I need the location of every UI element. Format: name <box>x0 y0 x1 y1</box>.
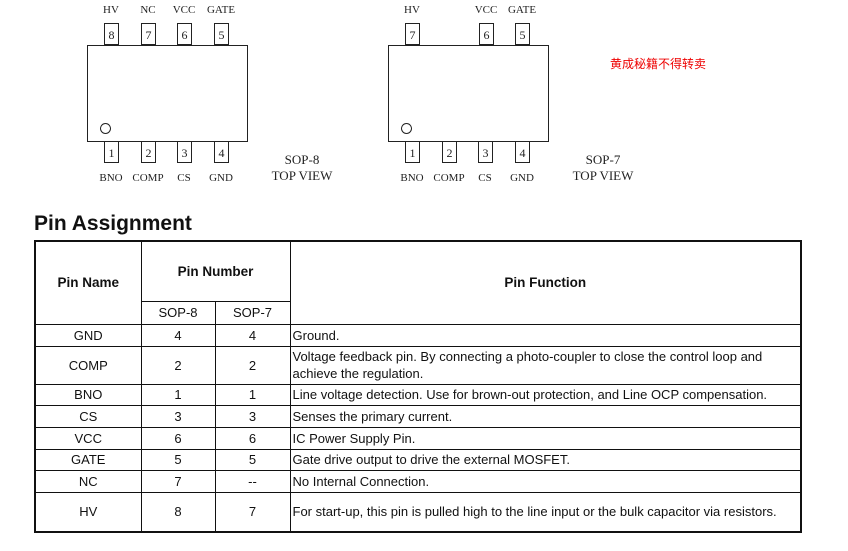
pin-label: VCC <box>172 4 196 16</box>
sop8-pin-number: 4 <box>140 323 216 347</box>
pin-assignment-table: Pin Name Pin Number Pin Function SOP-8 S… <box>34 240 802 533</box>
sop7-pin-number: 6 <box>214 426 291 450</box>
pin-label: HV <box>103 4 119 16</box>
pin-label: VCC <box>474 4 498 16</box>
header-pin-name: Pin Name <box>34 240 142 325</box>
sop8-pin-number: 6 <box>140 426 216 450</box>
pin-cs: 3 <box>177 141 192 163</box>
pin-function: Senses the primary current. <box>289 404 802 428</box>
pin-label: GATE <box>507 4 537 16</box>
pin-label: NC <box>140 4 156 16</box>
pin-gate: 5 <box>515 23 530 45</box>
pin-label: COMP <box>433 172 465 184</box>
pin-function: Voltage feedback pin. By connecting a ph… <box>289 345 802 385</box>
sop7-pin-number: -- <box>214 469 291 493</box>
pin-bno: 1 <box>104 141 119 163</box>
pin-label: BNO <box>400 172 424 184</box>
section-title: Pin Assignment <box>34 212 192 235</box>
pin-hv: 7 <box>405 23 420 45</box>
header-pin-number: Pin Number <box>140 240 291 302</box>
pin1-marker-icon <box>100 123 111 134</box>
pin-name: GATE <box>34 448 142 471</box>
sop8-pin-number: 5 <box>140 448 216 471</box>
header-sop7: SOP-7 <box>214 300 291 325</box>
pin-label: GND <box>510 172 534 184</box>
sop7-pin-number: 5 <box>214 448 291 471</box>
pin-function: IC Power Supply Pin. <box>289 426 802 450</box>
pin-gate: 5 <box>214 23 229 45</box>
watermark-text: 黄成秘籍不得转卖 <box>610 57 707 71</box>
sop7-pin-number: 1 <box>214 383 291 406</box>
pin-function: Gate drive output to drive the external … <box>289 448 802 471</box>
package-body <box>87 45 248 142</box>
sop8-pin-number: 2 <box>140 345 216 385</box>
pin-nc: 7 <box>141 23 156 45</box>
pin-label: COMP <box>132 172 164 184</box>
pin1-marker-icon <box>401 123 412 134</box>
package-name: SOP-8 <box>284 152 320 167</box>
pin-function: No Internal Connection. <box>289 469 802 493</box>
pin-name: CS <box>34 404 142 428</box>
pin-bno: 1 <box>405 141 420 163</box>
pin-vcc: 6 <box>177 23 192 45</box>
pin-name: GND <box>34 323 142 347</box>
pin-name: HV <box>34 491 142 533</box>
pin-label: BNO <box>99 172 123 184</box>
sop8-pin-number: 8 <box>140 491 216 533</box>
pin-label: CS <box>478 172 492 184</box>
view-label: TOP VIEW <box>271 168 333 183</box>
package-body <box>388 45 549 142</box>
view-label: TOP VIEW <box>572 168 634 183</box>
pin-label: GATE <box>206 4 236 16</box>
pin-name: BNO <box>34 383 142 406</box>
pin-vcc: 6 <box>479 23 494 45</box>
pin-cs: 3 <box>478 141 493 163</box>
sop7-pin-number: 7 <box>214 491 291 533</box>
sop8-pin-number: 1 <box>140 383 216 406</box>
header-sop8: SOP-8 <box>140 300 216 325</box>
pin-name: VCC <box>34 426 142 450</box>
sop8-pin-number: 7 <box>140 469 216 493</box>
header-pin-function: Pin Function <box>289 240 802 325</box>
pin-label: GND <box>209 172 233 184</box>
pin-name: NC <box>34 469 142 493</box>
pin-function: Line voltage detection. Use for brown-ou… <box>289 383 802 406</box>
pin-name: COMP <box>34 345 142 385</box>
pin-comp: 2 <box>442 141 457 163</box>
pin-function: For start-up, this pin is pulled high to… <box>289 491 802 533</box>
pin-label: CS <box>177 172 191 184</box>
pin-label: HV <box>404 4 420 16</box>
sop7-pin-number: 4 <box>214 323 291 347</box>
sop8-pin-number: 3 <box>140 404 216 428</box>
pin-hv: 8 <box>104 23 119 45</box>
sop7-pin-number: 2 <box>214 345 291 385</box>
sop7-pin-number: 3 <box>214 404 291 428</box>
pin-gnd: 4 <box>515 141 530 163</box>
package-name: SOP-7 <box>585 152 621 167</box>
pin-function: Ground. <box>289 323 802 347</box>
pin-comp: 2 <box>141 141 156 163</box>
pin-gnd: 4 <box>214 141 229 163</box>
